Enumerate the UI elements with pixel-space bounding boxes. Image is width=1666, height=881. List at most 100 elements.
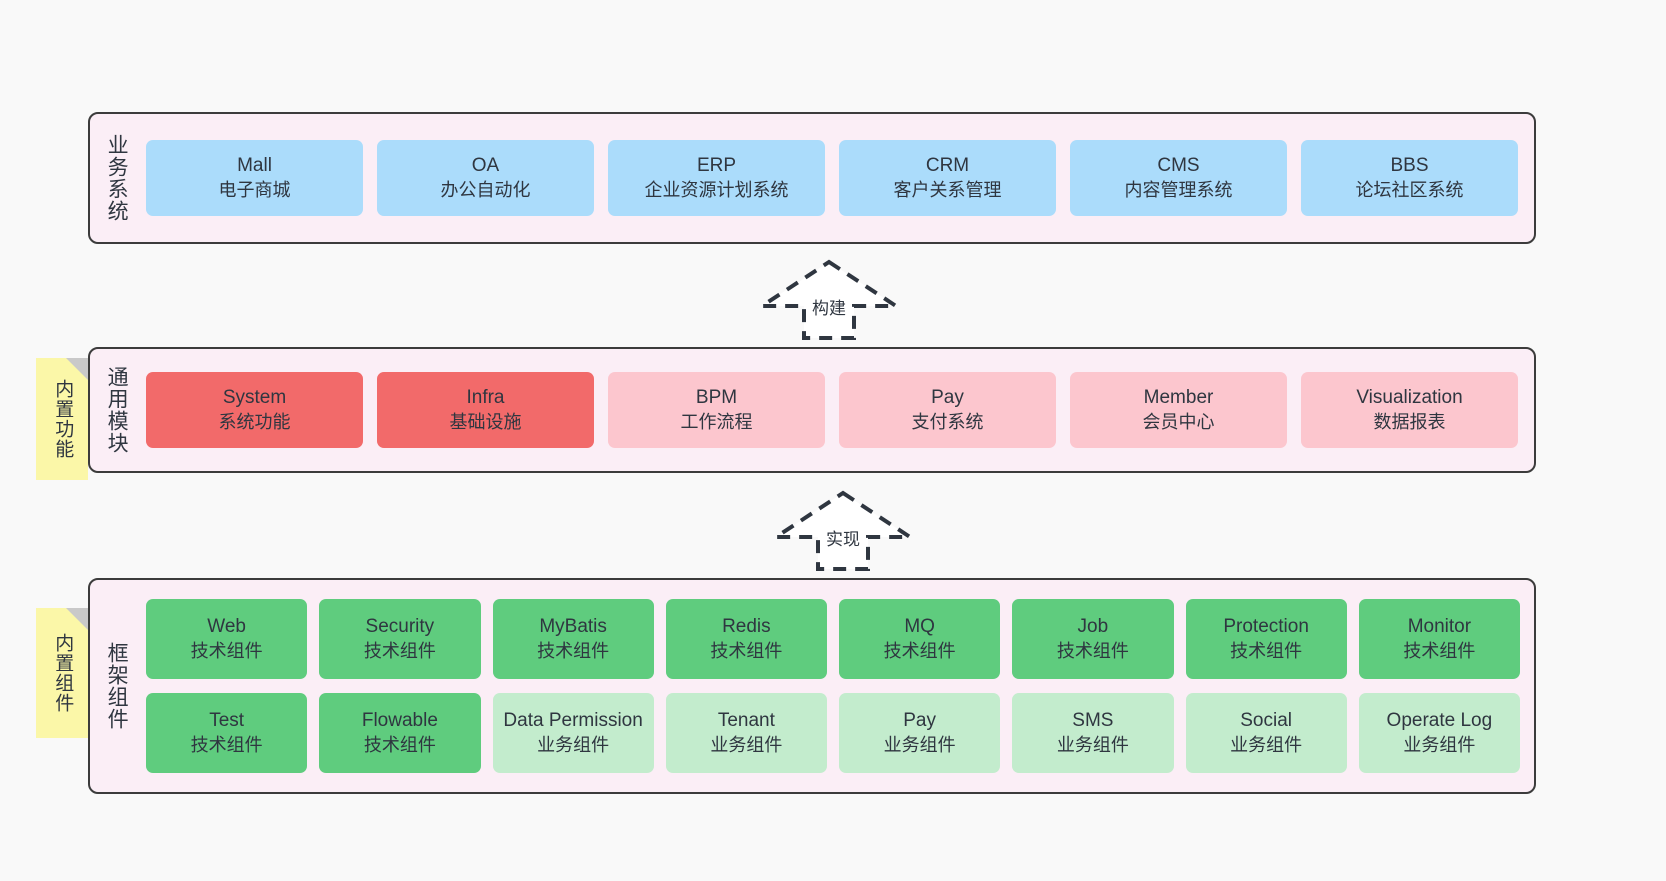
card-title: CMS [1157,155,1200,177]
card-job[interactable]: Job 技术组件 [1012,599,1174,679]
layer-body-framework-component: Web 技术组件 Security 技术组件 MyBatis 技术组件 Redi… [142,580,1534,792]
card-subtitle: 技术组件 [537,640,610,661]
card-subtitle: 业务组件 [710,734,783,755]
card-erp[interactable]: ERP 企业资源计划系统 [608,140,825,216]
layer-body-common-module: System 系统功能 Infra 基础设施 BPM 工作流程 Pay 支付系统… [142,349,1534,471]
layer-title-common-module: 通用模块 [105,366,129,454]
card-operate-log[interactable]: Operate Log 业务组件 [1358,693,1520,773]
sticky-fold-corner-icon [66,608,88,630]
card-mall[interactable]: Mall 电子商城 [146,140,363,216]
card-redis[interactable]: Redis 技术组件 [665,599,827,679]
card-web[interactable]: Web 技术组件 [146,599,308,679]
card-subtitle: 技术组件 [1403,640,1476,661]
card-title: Pay [931,387,964,409]
card-title: MyBatis [539,616,607,638]
card-subtitle: 技术组件 [190,640,263,661]
card-tenant[interactable]: Tenant 业务组件 [665,693,827,773]
card-title: Pay [903,710,936,732]
card-title: BBS [1390,155,1429,177]
card-flowable[interactable]: Flowable 技术组件 [319,693,481,773]
card-subtitle: 系统功能 [218,411,291,432]
sticky-note-builtin-features: 内置功能 [36,358,88,480]
card-title: Protection [1223,616,1309,638]
layer-body-business-system: Mall 电子商城 OA 办公自动化 ERP 企业资源计划系统 CRM 客户关系… [142,114,1534,242]
card-title: OA [471,155,500,177]
layer-title-framework-component: 框架组件 [105,642,129,730]
card-subtitle: 论坛社区系统 [1355,179,1464,200]
card-title: Infra [466,387,505,409]
sticky-note-label: 内置功能 [52,379,74,459]
card-title: ERP [696,155,737,177]
sticky-note-builtin-components: 内置组件 [36,608,88,738]
card-title: Member [1143,387,1214,409]
card-crm[interactable]: CRM 客户关系管理 [839,140,1056,216]
card-title: CRM [925,155,970,177]
layer-business-system: 业务系统 Mall 电子商城 OA 办公自动化 ERP 企业资源计划系统 CRM… [88,112,1536,244]
card-subtitle: 内容管理系统 [1124,179,1233,200]
card-sms[interactable]: SMS 业务组件 [1012,693,1174,773]
card-subtitle: 技术组件 [883,640,956,661]
implement-arrow [769,489,917,573]
card-subtitle: 业务组件 [1403,734,1476,755]
card-bpm[interactable]: BPM 工作流程 [608,372,825,448]
card-title: Web [207,616,246,638]
card-title: Monitor [1407,616,1472,638]
card-subtitle: 办公自动化 [440,179,531,200]
card-subtitle: 业务组件 [1056,734,1129,755]
card-title: System [222,387,287,409]
card-title: Tenant [717,710,775,732]
card-subtitle: 业务组件 [883,734,956,755]
card-oa[interactable]: OA 办公自动化 [377,140,594,216]
card-title: BPM [695,387,738,409]
card-pay-component[interactable]: Pay 业务组件 [839,693,1001,773]
card-subtitle: 支付系统 [911,411,984,432]
layer-title-business-system: 业务系统 [105,134,129,222]
card-title: SMS [1072,710,1114,732]
card-bbs[interactable]: BBS 论坛社区系统 [1301,140,1518,216]
card-subtitle: 业务组件 [1230,734,1303,755]
card-subtitle: 技术组件 [710,640,783,661]
card-infra[interactable]: Infra 基础设施 [377,372,594,448]
card-mq[interactable]: MQ 技术组件 [839,599,1001,679]
card-data-permission[interactable]: Data Permission 业务组件 [492,693,654,773]
card-title: MQ [904,616,935,638]
card-visualization[interactable]: Visualization 数据报表 [1301,372,1518,448]
card-title: Flowable [361,710,438,732]
card-protection[interactable]: Protection 技术组件 [1185,599,1347,679]
card-title: Operate Log [1386,710,1493,732]
card-subtitle: 业务组件 [537,734,610,755]
sticky-note-label: 内置组件 [52,633,74,713]
card-title: Test [209,710,245,732]
card-social[interactable]: Social 业务组件 [1185,693,1347,773]
card-subtitle: 电子商城 [218,179,291,200]
build-arrow-icon [755,259,903,340]
card-mybatis[interactable]: MyBatis 技术组件 [492,599,654,679]
card-monitor[interactable]: Monitor 技术组件 [1358,599,1520,679]
card-test[interactable]: Test 技术组件 [146,693,308,773]
card-title: Security [365,616,435,638]
implement-arrow-label: 实现 [826,530,860,549]
card-subtitle: 技术组件 [1056,640,1129,661]
card-subtitle: 企业资源计划系统 [644,179,789,200]
card-title: Visualization [1356,387,1463,409]
card-subtitle: 工作流程 [680,411,753,432]
card-subtitle: 客户关系管理 [893,179,1002,200]
card-subtitle: 技术组件 [363,734,436,755]
card-subtitle: 技术组件 [190,734,263,755]
implement-arrow-icon [769,490,917,571]
card-subtitle: 数据报表 [1373,411,1446,432]
card-title: Redis [722,616,771,638]
card-subtitle: 技术组件 [1230,640,1303,661]
card-title: Social [1240,710,1292,732]
card-cms[interactable]: CMS 内容管理系统 [1070,140,1287,216]
layer-framework-component: 框架组件 Web 技术组件 Security 技术组件 MyBatis 技术组件… [88,578,1536,794]
card-member[interactable]: Member 会员中心 [1070,372,1287,448]
card-security[interactable]: Security 技术组件 [319,599,481,679]
card-pay[interactable]: Pay 支付系统 [839,372,1056,448]
sticky-fold-corner-icon [66,358,88,380]
card-subtitle: 会员中心 [1142,411,1215,432]
card-system[interactable]: System 系统功能 [146,372,363,448]
build-arrow-label: 构建 [812,299,846,318]
build-arrow [755,258,903,342]
